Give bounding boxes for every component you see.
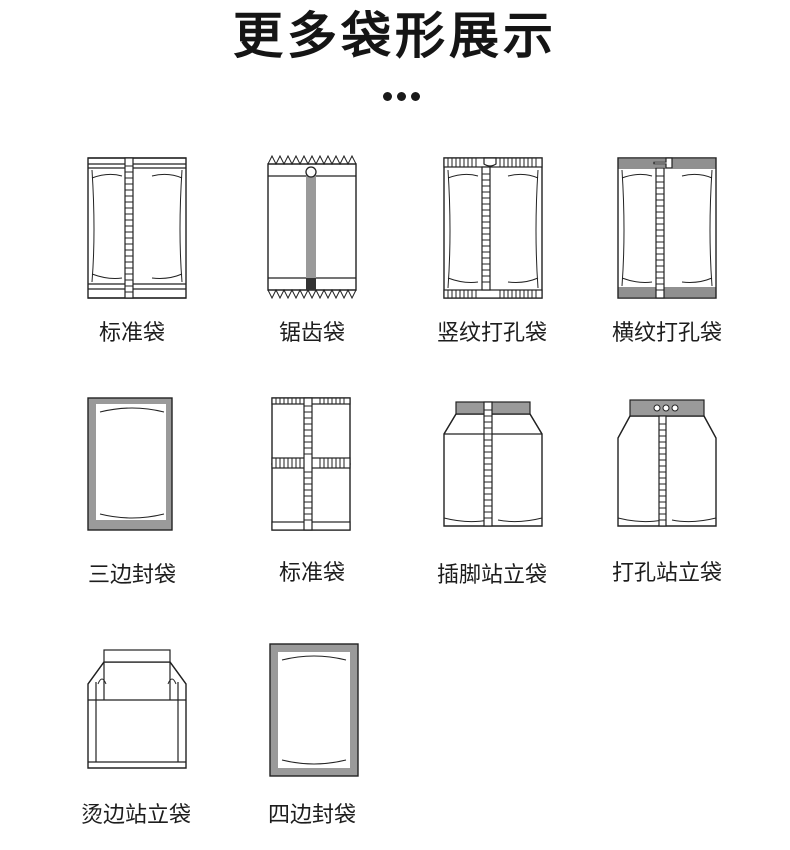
label-heat-seal-stand-up-bag: 烫边站立袋 xyxy=(80,803,191,828)
standard-bag-icon xyxy=(87,157,187,299)
four-side-seal-bag-icon xyxy=(269,643,359,777)
label-vertical-texture-punched-bag: 竖纹打孔袋 xyxy=(436,321,547,346)
label-double-standard-bag: 标准袋 xyxy=(278,561,345,586)
label-three-side-seal-bag: 三边封袋 xyxy=(87,563,176,588)
three-side-seal-bag-icon xyxy=(87,397,173,531)
label-four-side-seal-bag: 四边封袋 xyxy=(267,803,356,828)
label-horizontal-texture-punched-bag: 横纹打孔袋 xyxy=(611,321,722,346)
punched-stand-up-bag-icon xyxy=(617,399,717,527)
label-standard-bag: 标准袋 xyxy=(98,321,165,346)
label-sawtooth-bag: 锯齿袋 xyxy=(278,321,345,346)
page-title: 更多袋形展示 xyxy=(233,7,557,65)
horizontal-texture-punched-bag-icon xyxy=(617,157,717,299)
label-gusset-stand-up-bag: 插脚站立袋 xyxy=(436,563,547,588)
double-standard-bag-icon xyxy=(271,397,351,531)
gusset-stand-up-bag-icon xyxy=(443,401,543,527)
sawtooth-bag-icon xyxy=(267,154,357,300)
heat-seal-stand-up-bag-icon xyxy=(87,649,187,769)
label-punched-stand-up-bag: 打孔站立袋 xyxy=(611,561,722,586)
vertical-texture-punched-bag-icon xyxy=(443,157,543,299)
separator-dots xyxy=(383,92,423,102)
